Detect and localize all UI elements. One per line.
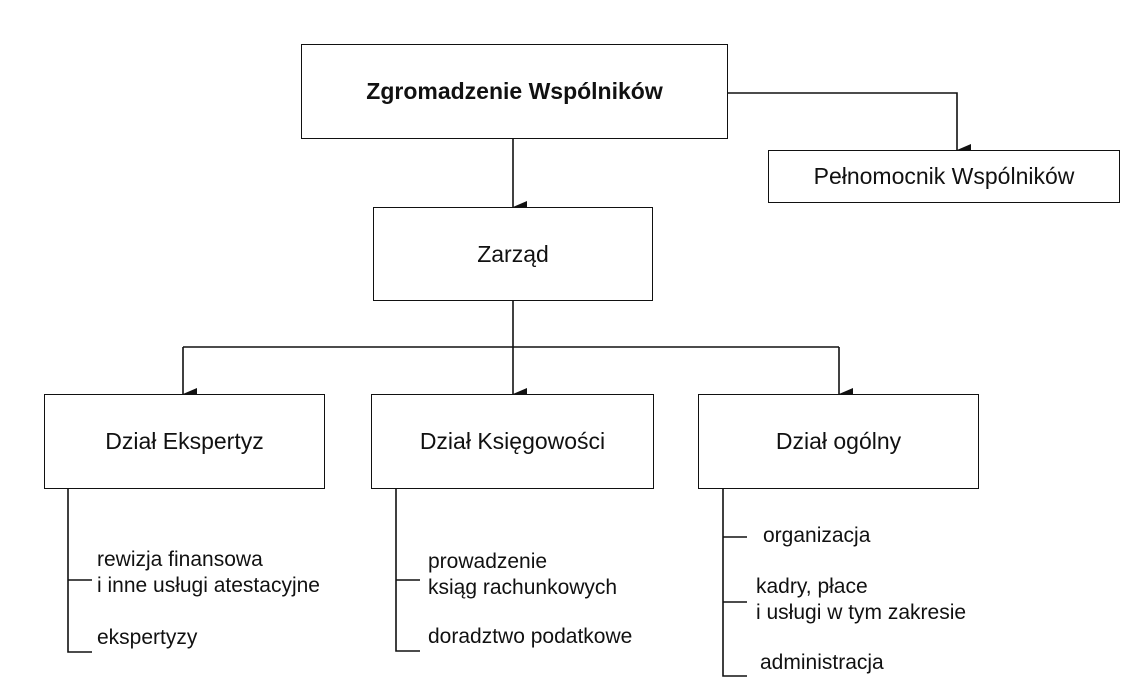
- proxy-label: Pełnomocnik Wspólników: [813, 163, 1075, 189]
- task-line: i usługi w tym zakresie: [756, 601, 967, 624]
- task-line: administracja: [760, 651, 884, 674]
- connector-dept-2-tasks: [395, 489, 420, 652]
- connector-dept-3-tasks: [722, 489, 747, 677]
- task-item: organizacja: [763, 523, 870, 549]
- task-line: kadry, płace: [756, 575, 868, 598]
- board-box: Zarząd: [373, 207, 653, 301]
- task-line: organizacja: [763, 524, 871, 547]
- connector-assembly-proxy: [728, 92, 971, 156]
- department-label: Dział Księgowości: [419, 428, 606, 454]
- assembly-box: Zgromadzenie Wspólników: [301, 44, 728, 139]
- task-line: ksiąg rachunkowych: [428, 576, 618, 599]
- department-box: Dział ogólny: [698, 394, 979, 489]
- task-line: prowadzenie: [428, 550, 548, 573]
- department-box: Dział Ekspertyz: [44, 394, 325, 489]
- task-line: ekspertyzy: [97, 626, 198, 649]
- task-item: kadry, płace i usługi w tym zakresie: [756, 574, 966, 626]
- assembly-label: Zgromadzenie Wspólników: [366, 78, 663, 104]
- task-item: prowadzenie ksiąg rachunkowych: [428, 549, 617, 601]
- task-item: rewizja finansowa i inne usługi atestacy…: [97, 547, 320, 599]
- board-label: Zarząd: [477, 240, 549, 267]
- proxy-box: Pełnomocnik Wspólników: [768, 150, 1120, 203]
- department-label: Dział Ekspertyz: [105, 428, 264, 454]
- task-item: ekspertyzy: [97, 625, 197, 651]
- task-line: rewizja finansowa: [97, 548, 263, 571]
- connector-dept-1-tasks: [67, 489, 92, 653]
- task-line: i inne usługi atestacyjne: [97, 574, 320, 597]
- task-line: doradztwo podatkowe: [428, 625, 633, 648]
- department-box: Dział Księgowości: [371, 394, 654, 489]
- task-item: administracja: [760, 650, 884, 676]
- task-item: doradztwo podatkowe: [428, 624, 632, 650]
- department-label: Dział ogólny: [775, 428, 902, 454]
